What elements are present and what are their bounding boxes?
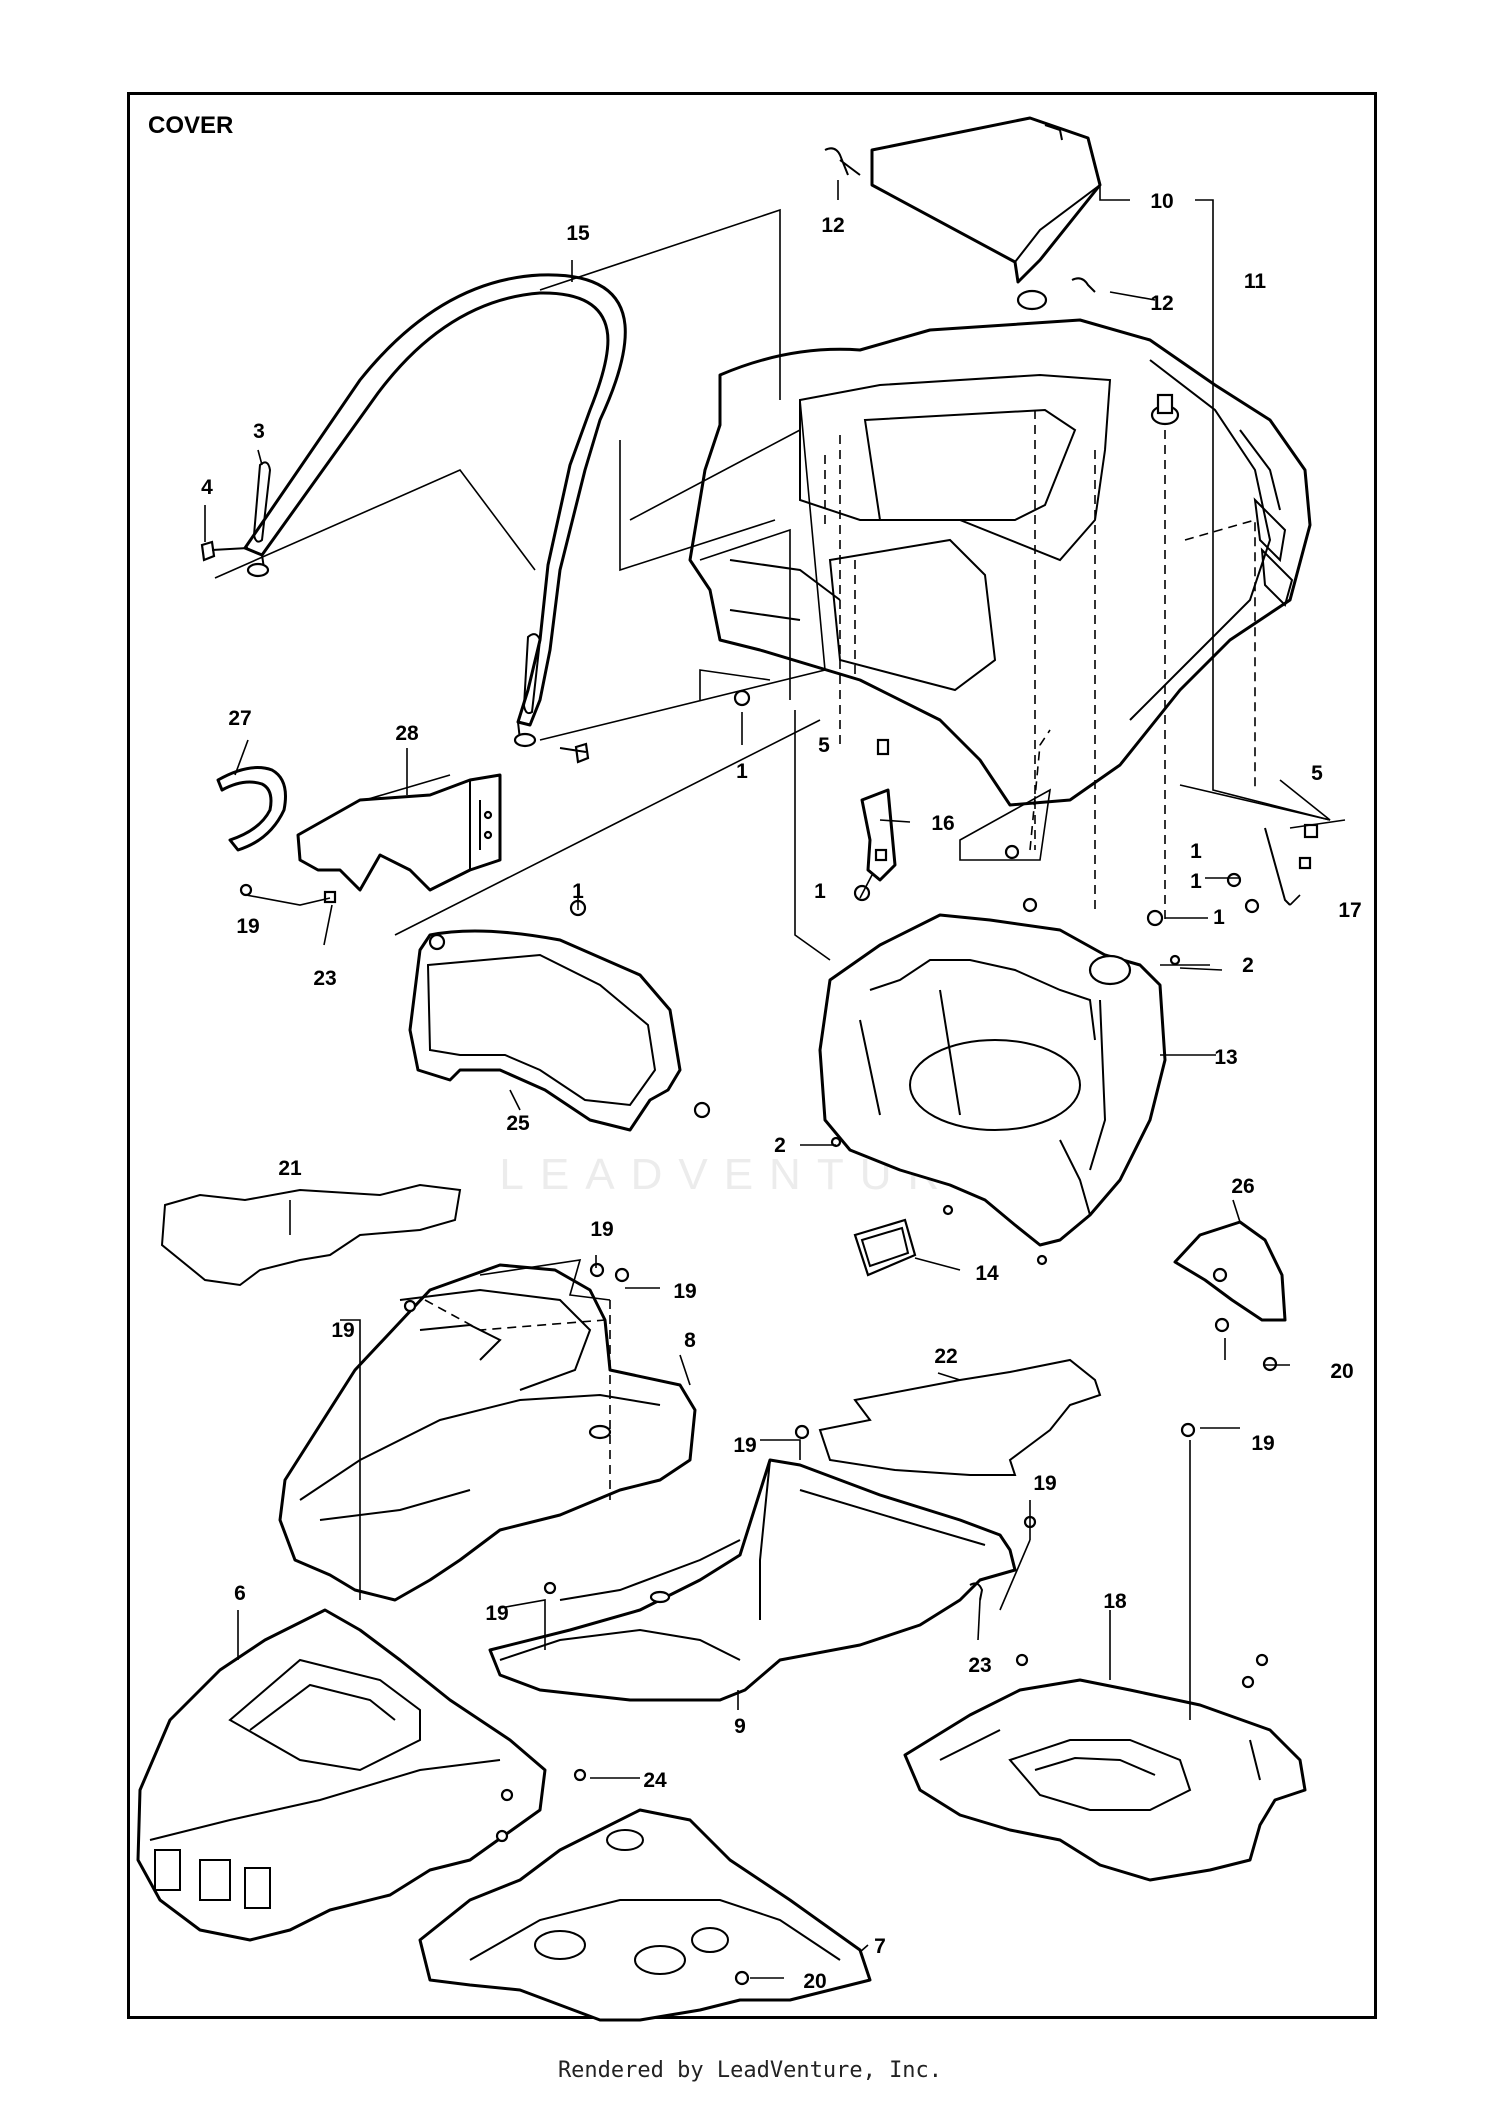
part-11-body-cover bbox=[688, 289, 1312, 807]
callout-1: 1 bbox=[1190, 840, 1202, 863]
callout-12: 12 bbox=[1150, 292, 1173, 315]
callout-28: 28 bbox=[395, 722, 419, 745]
callout-6: 6 bbox=[234, 1582, 246, 1605]
diagram-frame bbox=[127, 92, 1377, 2019]
callout-5: 5 bbox=[1311, 762, 1323, 785]
part-6-front-hood bbox=[136, 1608, 547, 1942]
part-7-floor-pan bbox=[418, 1808, 872, 2022]
part-22-mat bbox=[818, 1358, 1102, 1476]
callout-21: 21 bbox=[278, 1157, 302, 1180]
callout-10: 10 bbox=[1150, 190, 1173, 213]
part-21-mat bbox=[160, 1183, 462, 1287]
diagram-title: COVER bbox=[148, 112, 234, 139]
part-13-inner-tub bbox=[818, 913, 1167, 1247]
callout-20: 20 bbox=[1330, 1360, 1353, 1383]
part-27-spring-clip bbox=[216, 766, 287, 852]
leader-lines bbox=[204, 180, 1346, 1979]
footer-credit: Rendered by LeadVenture, Inc. bbox=[557, 2058, 943, 2083]
callout-19: 19 bbox=[733, 1434, 756, 1457]
callout-2: 2 bbox=[1242, 954, 1254, 977]
callout-4: 4 bbox=[201, 476, 213, 499]
part-26-bracket bbox=[1173, 1220, 1287, 1322]
callout-17: 17 bbox=[1338, 899, 1361, 922]
callout-23: 23 bbox=[313, 967, 336, 990]
callout-19: 19 bbox=[1033, 1472, 1056, 1495]
fastener-hardware bbox=[239, 147, 1319, 1986]
callout-24: 24 bbox=[643, 1769, 667, 1792]
callout-26: 26 bbox=[1231, 1175, 1254, 1198]
callout-19: 19 bbox=[673, 1280, 696, 1303]
part-10-lid bbox=[870, 116, 1102, 284]
callout-22: 22 bbox=[934, 1345, 957, 1368]
callout-labels: 1 1 1 1 1 1 2 2 3 4 5 5 6 7 8 9 10 11 12… bbox=[201, 190, 1362, 1993]
callout-1: 1 bbox=[1213, 906, 1225, 929]
callout-11: 11 bbox=[1244, 270, 1267, 293]
callout-1: 1 bbox=[572, 880, 584, 903]
clip-and-pin-hardware bbox=[200, 461, 590, 764]
part-8-fender bbox=[278, 1263, 697, 1602]
part-25-panel bbox=[408, 929, 682, 1132]
callout-20: 20 bbox=[803, 1970, 826, 1993]
part-16-bracket bbox=[860, 788, 897, 882]
callout-13: 13 bbox=[1214, 1046, 1237, 1069]
part-14-gasket bbox=[853, 1218, 917, 1277]
callout-25: 25 bbox=[506, 1112, 530, 1135]
callout-16: 16 bbox=[931, 812, 954, 835]
callout-14: 14 bbox=[975, 1262, 999, 1285]
callout-23: 23 bbox=[968, 1654, 991, 1677]
callout-1: 1 bbox=[814, 880, 826, 903]
part-17-cable bbox=[1264, 827, 1312, 906]
callout-19: 19 bbox=[1251, 1432, 1274, 1455]
callout-15: 15 bbox=[566, 222, 590, 245]
part-15-rear-bar bbox=[243, 273, 627, 748]
callout-9: 9 bbox=[734, 1715, 746, 1738]
part-18-rear-floor bbox=[903, 1678, 1307, 1882]
callout-5: 5 bbox=[818, 734, 830, 757]
part-28-bracket bbox=[296, 773, 502, 892]
callout-1: 1 bbox=[1190, 870, 1202, 893]
callout-1: 1 bbox=[736, 760, 748, 783]
callout-7: 7 bbox=[874, 1935, 886, 1958]
callout-27: 27 bbox=[228, 707, 251, 730]
callout-3: 3 bbox=[253, 420, 265, 443]
callout-19: 19 bbox=[236, 915, 259, 938]
callout-8: 8 bbox=[684, 1329, 696, 1352]
callout-18: 18 bbox=[1103, 1590, 1127, 1613]
callout-2: 2 bbox=[774, 1134, 786, 1157]
callout-19: 19 bbox=[485, 1602, 508, 1625]
callout-19: 19 bbox=[590, 1218, 613, 1241]
part-9-fender bbox=[488, 1458, 1017, 1702]
callout-19: 19 bbox=[331, 1319, 354, 1342]
callout-12: 12 bbox=[821, 214, 844, 237]
